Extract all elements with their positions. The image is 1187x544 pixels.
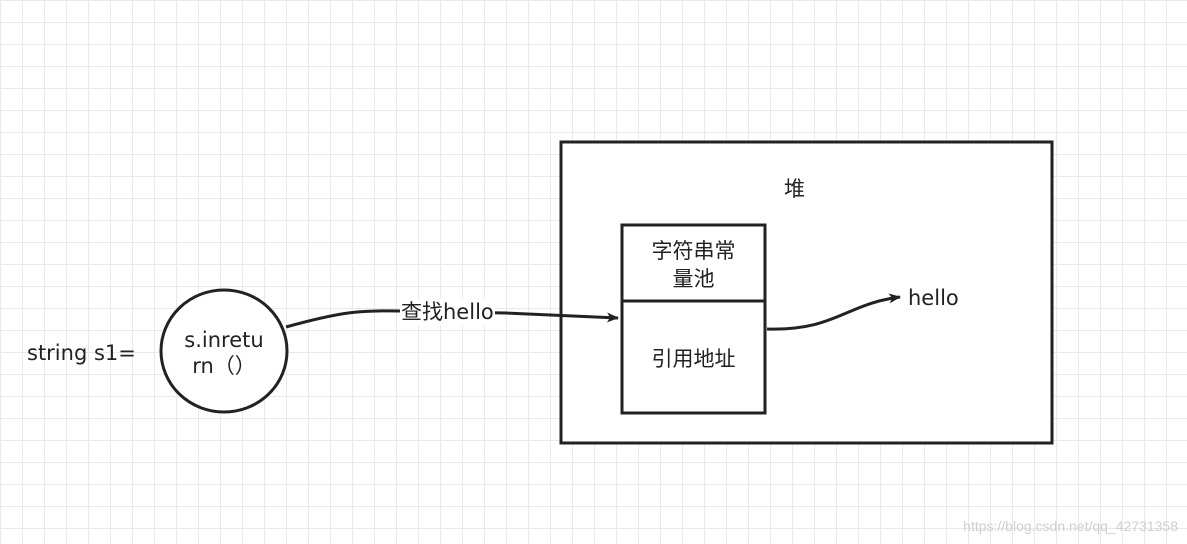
pool-body-label: 引用地址 [651,347,736,371]
target-hello: hello [908,286,959,310]
pool-header-line2: 量池 [672,267,715,291]
heap-title: 堆 [784,177,805,201]
reference-arrow [766,293,901,331]
call-node-line1: s.inretu [184,328,264,352]
pool-header-box [620,223,767,303]
pool-body-box [620,299,767,415]
lookup-arrow [285,309,619,329]
call-node-circle [159,288,289,414]
watermark: https://blog.csdn.net/qq_42731358 [963,518,1178,534]
pool-header-line1: 字符串常 [651,239,736,263]
edge-label-lookup: 查找hello [400,299,495,325]
left-label: string s1= [27,341,136,365]
call-node-line2: rn（） [192,354,256,378]
